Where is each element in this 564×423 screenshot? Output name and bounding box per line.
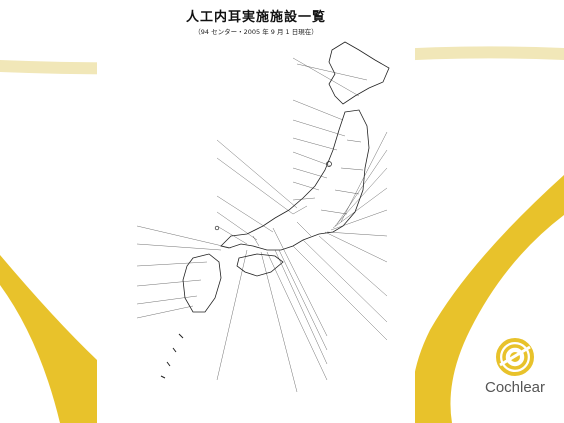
facility-list-document: 人工内耳実施施設一覧 （94 センター・2005 年 9 月 1 日現在） [97,0,415,423]
leader-lines [136,57,388,393]
japan-map [136,41,390,393]
hokkaido-outline [328,41,390,105]
brand-name: Cochlear [484,379,546,396]
document-subtitle: （94 センター・2005 年 9 月 1 日現在） [194,28,318,36]
shikoku-outline [236,253,284,277]
cochlear-logo: Cochlear [470,335,564,423]
okinawa-islands [160,333,184,379]
document-title: 人工内耳実施施設一覧 [185,10,326,25]
honshu-outline [220,109,370,251]
cochlear-logo-mark [496,338,534,376]
kyushu-outline [182,253,222,313]
